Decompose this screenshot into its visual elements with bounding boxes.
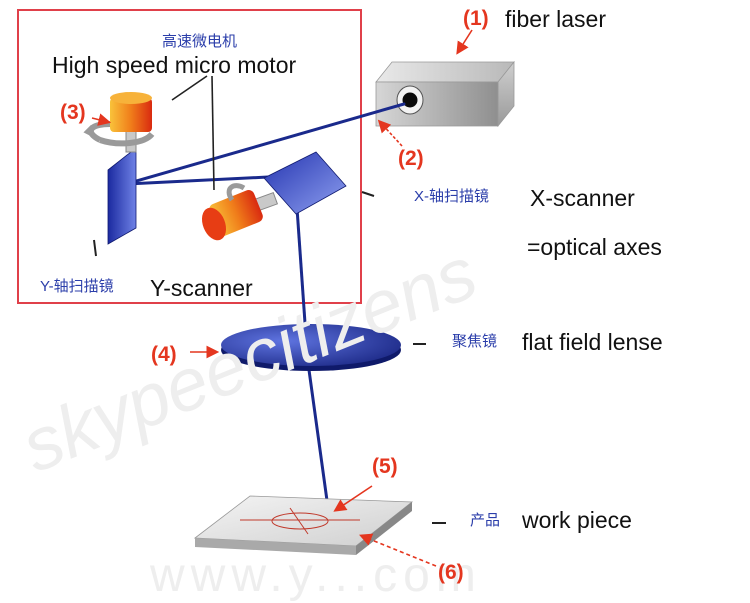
callout-2: (2) [398,147,424,170]
y-scanner-mirror [107,147,137,245]
x-scanner-label-en: X-scanner [530,185,635,211]
engraving-mark [240,507,360,535]
callout-1: (1) [463,7,489,30]
workpiece-label-en: work piece [522,507,632,533]
watermark-bottom: www.y...com [150,549,482,602]
y-motor-body [110,98,152,132]
motor-label-en: High speed micro motor [52,52,297,78]
x-scanner-assembly [201,151,347,241]
callout-arrows [91,29,473,567]
callout-4: (4) [151,343,177,366]
flat-field-lens [221,324,401,371]
y-scanner-label-cn: Y-轴扫描镜 [40,278,114,295]
optical-axes-label: =optical axes [527,234,662,260]
fiber-laser-label: fiber laser [505,6,606,32]
work-piece [193,495,414,555]
callout-5: (5) [372,455,398,478]
label-pointers [93,191,446,524]
motor-label-pointers [171,75,215,191]
x-scanner-label-cn: X-轴扫描镜 [414,188,490,205]
x-motor-body [201,190,263,241]
workpiece-label-cn: 产品 [470,512,501,529]
x-scanner-mirror [263,151,347,215]
callout-3: (3) [60,101,86,124]
scanner-head-frame [17,9,362,304]
y-scanner-label-en: Y-scanner [150,275,253,301]
y-scanner-assembly [83,92,155,245]
callout-6: (6) [438,561,464,584]
laser-beam-path [124,102,406,517]
lens-label-en: flat field lense [522,329,663,355]
lens-label-cn: 聚焦镜 [452,333,498,350]
fiber-laser-box [375,60,515,128]
motor-label-cn: 高速微电机 [162,33,238,50]
